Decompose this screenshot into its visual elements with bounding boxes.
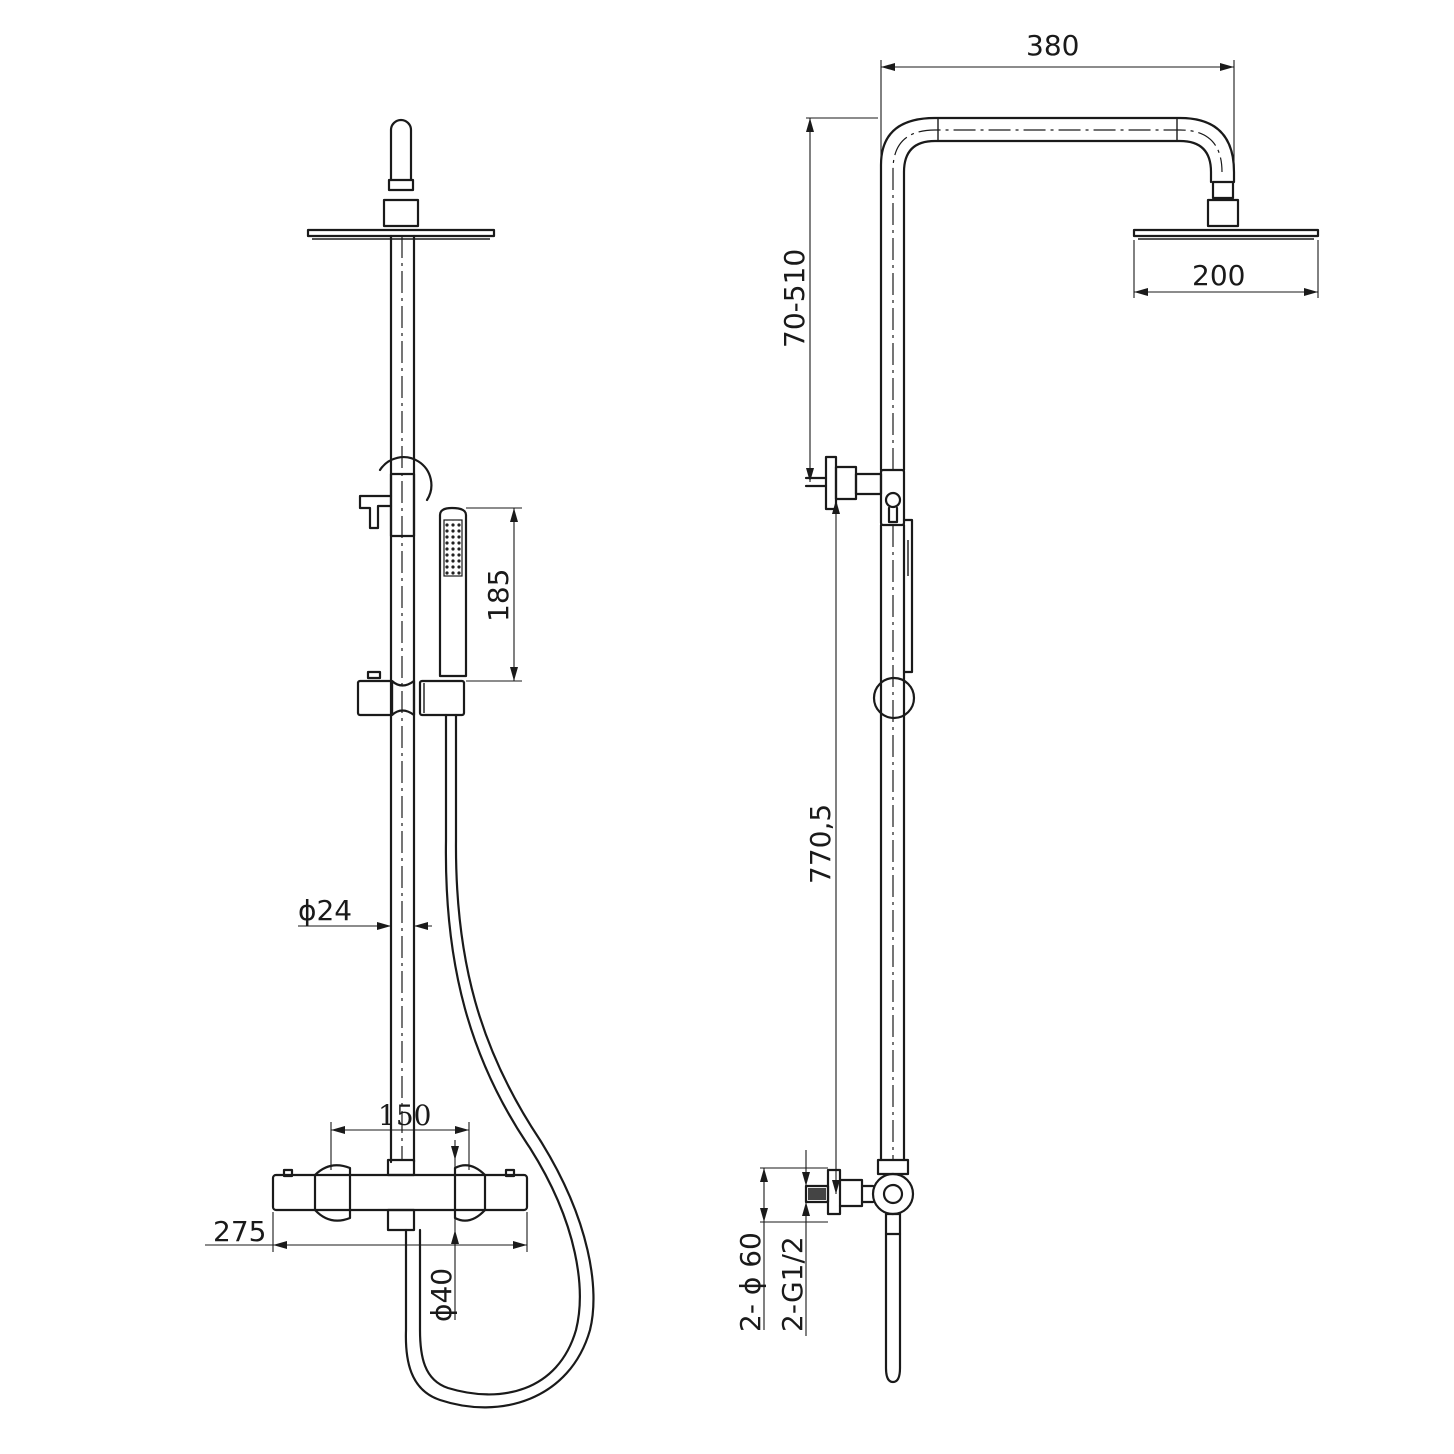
label-connector-diameter: 2- ϕ 60 xyxy=(734,1232,767,1332)
label-mixer-diameter: ϕ40 xyxy=(425,1268,458,1322)
side-hand-shower xyxy=(902,518,914,674)
front-head-connector xyxy=(382,198,420,228)
side-shower-head xyxy=(1132,228,1320,238)
front-arm-nut xyxy=(387,178,415,192)
side-head-connector xyxy=(1206,198,1240,228)
label-rail-length: 770,5 xyxy=(804,804,837,884)
dim-arm-reach: 380 xyxy=(880,29,1235,175)
front-diverter xyxy=(378,456,433,502)
side-slider-knob xyxy=(872,676,916,720)
front-thermostatic-mixer xyxy=(271,1158,529,1232)
dim-inlet-centers: 150 xyxy=(330,1099,470,1170)
dim-mixer-width: 275 xyxy=(205,1212,528,1252)
label-arm-reach: 380 xyxy=(1026,29,1079,62)
label-thread: 2-G1/2 xyxy=(776,1236,809,1332)
side-head-nut xyxy=(1211,180,1235,200)
dim-head-diameter: 200 xyxy=(1133,240,1319,298)
front-arm-top xyxy=(389,118,413,182)
label-inlet-centers: 150 xyxy=(378,1099,431,1132)
dim-connector-diameter: 2- ϕ 60 xyxy=(734,1167,828,1332)
front-hose-outer xyxy=(404,713,595,1409)
dim-hand-shower-length: 185 xyxy=(466,507,522,682)
dim-pipe-diameter: ϕ24 xyxy=(298,894,432,930)
label-pipe-diameter: ϕ24 xyxy=(298,894,352,927)
dim-height-adjust: 70-510 xyxy=(778,117,878,482)
front-shower-head xyxy=(306,228,496,238)
side-mixer xyxy=(804,1158,915,1236)
label-hand-shower-length: 185 xyxy=(482,569,515,622)
front-hose-inner xyxy=(418,713,581,1396)
label-head-diameter: 200 xyxy=(1192,259,1245,292)
side-view: 380 200 70-510 770,5 xyxy=(734,29,1320,1384)
dim-rail-length: 770,5 xyxy=(804,500,840,1194)
dim-thread: 2-G1/2 xyxy=(776,1150,810,1336)
dim-mixer-diameter: ϕ40 xyxy=(425,1140,459,1322)
front-slider xyxy=(356,670,466,717)
side-diverter xyxy=(804,455,906,527)
side-arm-inner xyxy=(902,139,1213,472)
side-hose xyxy=(884,1232,902,1384)
front-view: ϕ24 185 150 275 xyxy=(205,118,595,1409)
front-hand-shower xyxy=(438,506,468,678)
label-height-adjust: 70-510 xyxy=(778,249,811,348)
side-arm-outer xyxy=(879,116,1236,472)
side-arm-centerline xyxy=(892,129,1223,470)
label-mixer-width: 275 xyxy=(213,1215,266,1248)
